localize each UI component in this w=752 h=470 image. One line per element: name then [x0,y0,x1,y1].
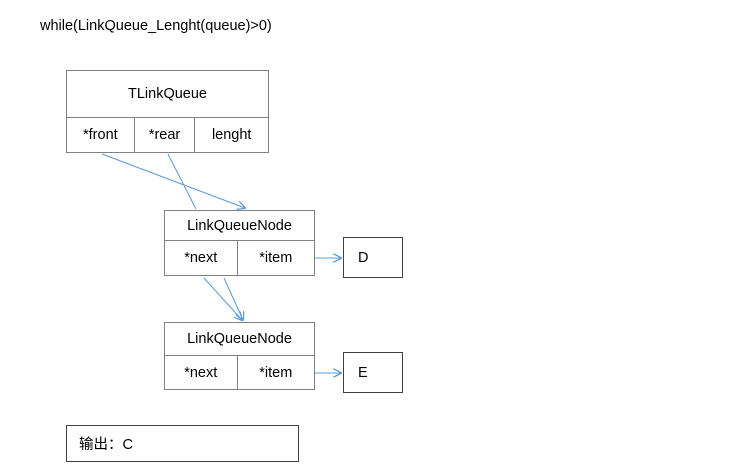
node-1-field-item: *item [259,250,293,266]
connector-node1-next-to-node2 [203,277,242,320]
field-lenght: lenght [211,127,252,143]
struct-linkqueuenode-2-fields: *next *item [165,356,314,389]
value-box-d: D [343,237,403,278]
struct-linkqueuenode-2: LinkQueueNode *next *item [164,322,315,390]
node-2-field-next: *next [165,356,238,389]
struct-tlinkqueue-name: TLinkQueue [67,71,268,118]
struct-linkqueuenode-1: LinkQueueNode *next *item [164,210,315,276]
struct-tlinkqueue: TLinkQueue *front *rear lenght [66,70,269,153]
connector-front-to-node1 [101,153,245,208]
struct-linkqueuenode-2-name: LinkQueueNode [165,323,314,356]
value-box-e: E [343,352,403,393]
struct-linkqueuenode-1-fields: *next *item [165,241,314,275]
struct-linkqueuenode-1-name: LinkQueueNode [165,211,314,241]
connector-node1-to-node2 [223,277,243,320]
node-2-field-item: *item [259,364,293,381]
node-1-field-next: *next [165,241,238,275]
connector-rear-to-node1 [167,153,197,210]
code-condition-label: while(LinkQueue_Lenght(queue)>0) [40,18,272,34]
struct-tlinkqueue-fields: *front *rear lenght [67,118,268,152]
output-box: 输出：C [66,425,299,462]
field-front: *front [67,118,135,152]
field-rear: *rear [135,118,196,152]
